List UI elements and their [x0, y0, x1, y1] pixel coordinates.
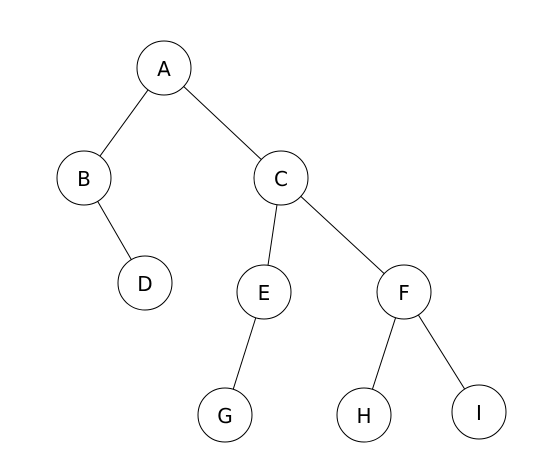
node-circle-d — [117, 255, 173, 311]
node-label-c: C — [274, 167, 288, 191]
node-a: A — [136, 40, 192, 96]
edge-e-g — [232, 317, 257, 390]
node-f: F — [376, 264, 432, 320]
node-label-a: A — [157, 57, 171, 81]
node-e: E — [236, 264, 292, 320]
edge-f-h — [371, 317, 397, 390]
node-label-h: H — [356, 404, 371, 428]
node-circle-c — [253, 150, 309, 206]
node-label-i: I — [476, 401, 482, 425]
node-circle-g — [197, 387, 253, 443]
node-circle-a — [136, 40, 192, 96]
edge-a-c — [183, 86, 262, 160]
node-circle-f — [376, 264, 432, 320]
node-b: B — [56, 150, 112, 206]
node-i: I — [451, 384, 507, 440]
node-circle-e — [236, 264, 292, 320]
edge-c-e — [267, 204, 278, 266]
node-circle-h — [336, 387, 392, 443]
node-label-g: G — [217, 404, 233, 428]
node-c: C — [253, 150, 309, 206]
edge-a-b — [99, 89, 149, 157]
node-label-d: D — [137, 272, 152, 296]
node-h: H — [336, 387, 392, 443]
node-label-b: B — [77, 167, 91, 191]
node-circle-b — [56, 150, 112, 206]
node-label-e: E — [258, 281, 271, 305]
edge-b-d — [97, 201, 132, 260]
edge-c-f — [300, 196, 385, 274]
node-circle-i — [451, 384, 507, 440]
edge-f-i — [417, 314, 466, 390]
nodes-layer: A B C D E F G H I — [56, 40, 507, 443]
node-d: D — [117, 255, 173, 311]
node-g: G — [197, 387, 253, 443]
node-label-f: F — [398, 281, 410, 305]
edges-layer — [97, 86, 466, 390]
